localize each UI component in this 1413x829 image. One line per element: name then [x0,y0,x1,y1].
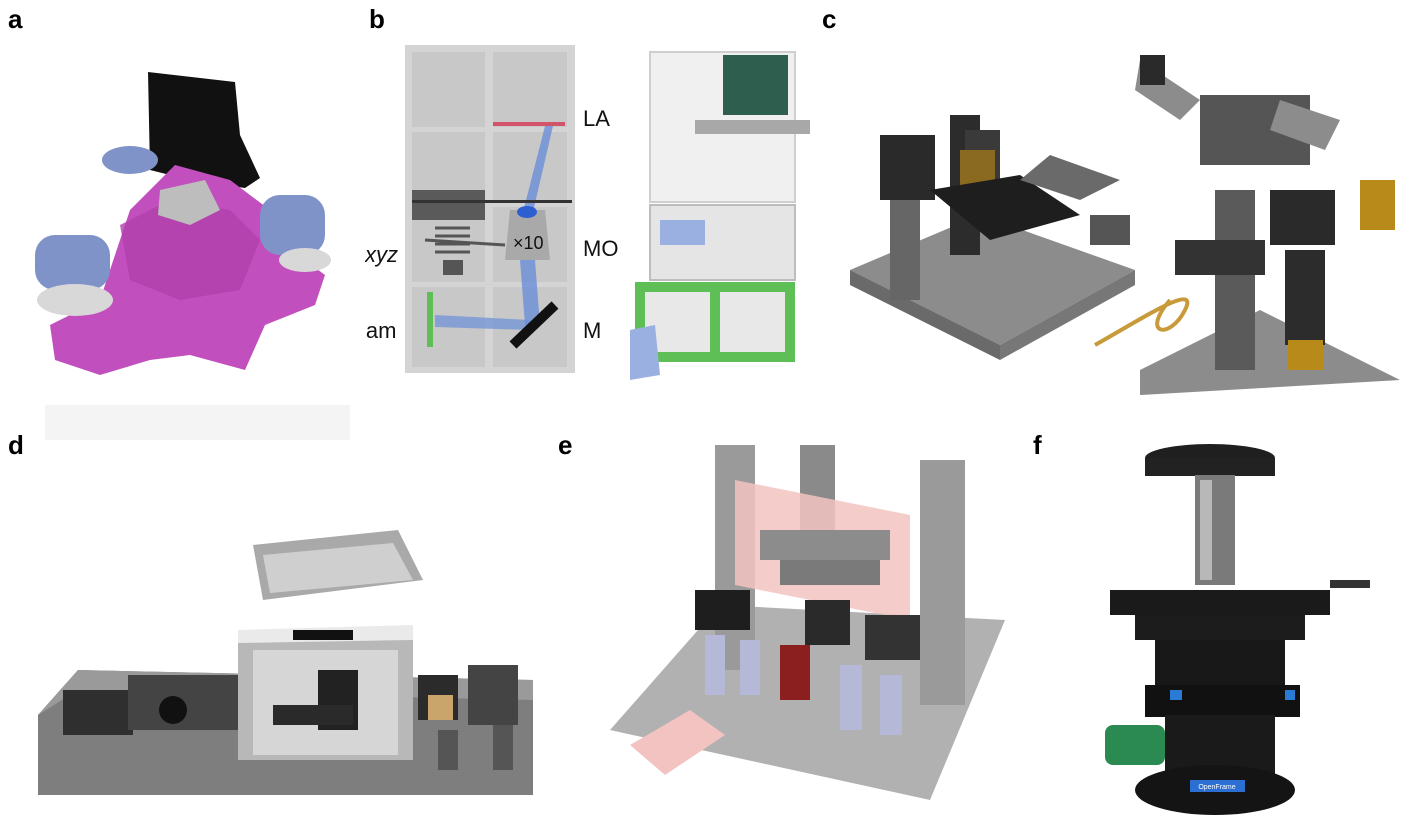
modular-microscope-render [610,445,1005,800]
mirror-label: M [583,318,601,343]
panel-c-image [840,40,1410,395]
xyz-stage-label: xyz [365,242,398,267]
enclosed-microscope-render [38,530,533,795]
magenta-microscope-render [35,72,350,440]
magnification-label: ×10 [513,233,544,253]
panel-label-a: a [8,4,23,34]
panel-a-image [30,60,360,445]
black-microscope-photo: OpenFrame [1105,444,1370,815]
camera-label: Cam [365,318,396,343]
panel-e-image [610,440,1005,805]
led-array-label: LA [583,106,610,131]
panel-f-image: OpenFrame [1105,440,1375,825]
panel-label-d: d [8,430,24,460]
panel-label-f: f [1033,430,1042,460]
optomechanical-setup-render [850,55,1400,395]
optical-path-diagram: ×10 LA MO M Cam xyz [365,45,810,380]
panel-d-image [38,525,538,795]
panel-label-b: b [369,4,385,34]
panel-label-c: c [822,4,837,34]
panel-b-diagram: ×10 LA MO M Cam xyz [365,40,815,385]
objective-label: MO [583,236,618,261]
brand-label: OpenFrame [1198,784,1235,791]
panel-label-e: e [558,430,573,460]
